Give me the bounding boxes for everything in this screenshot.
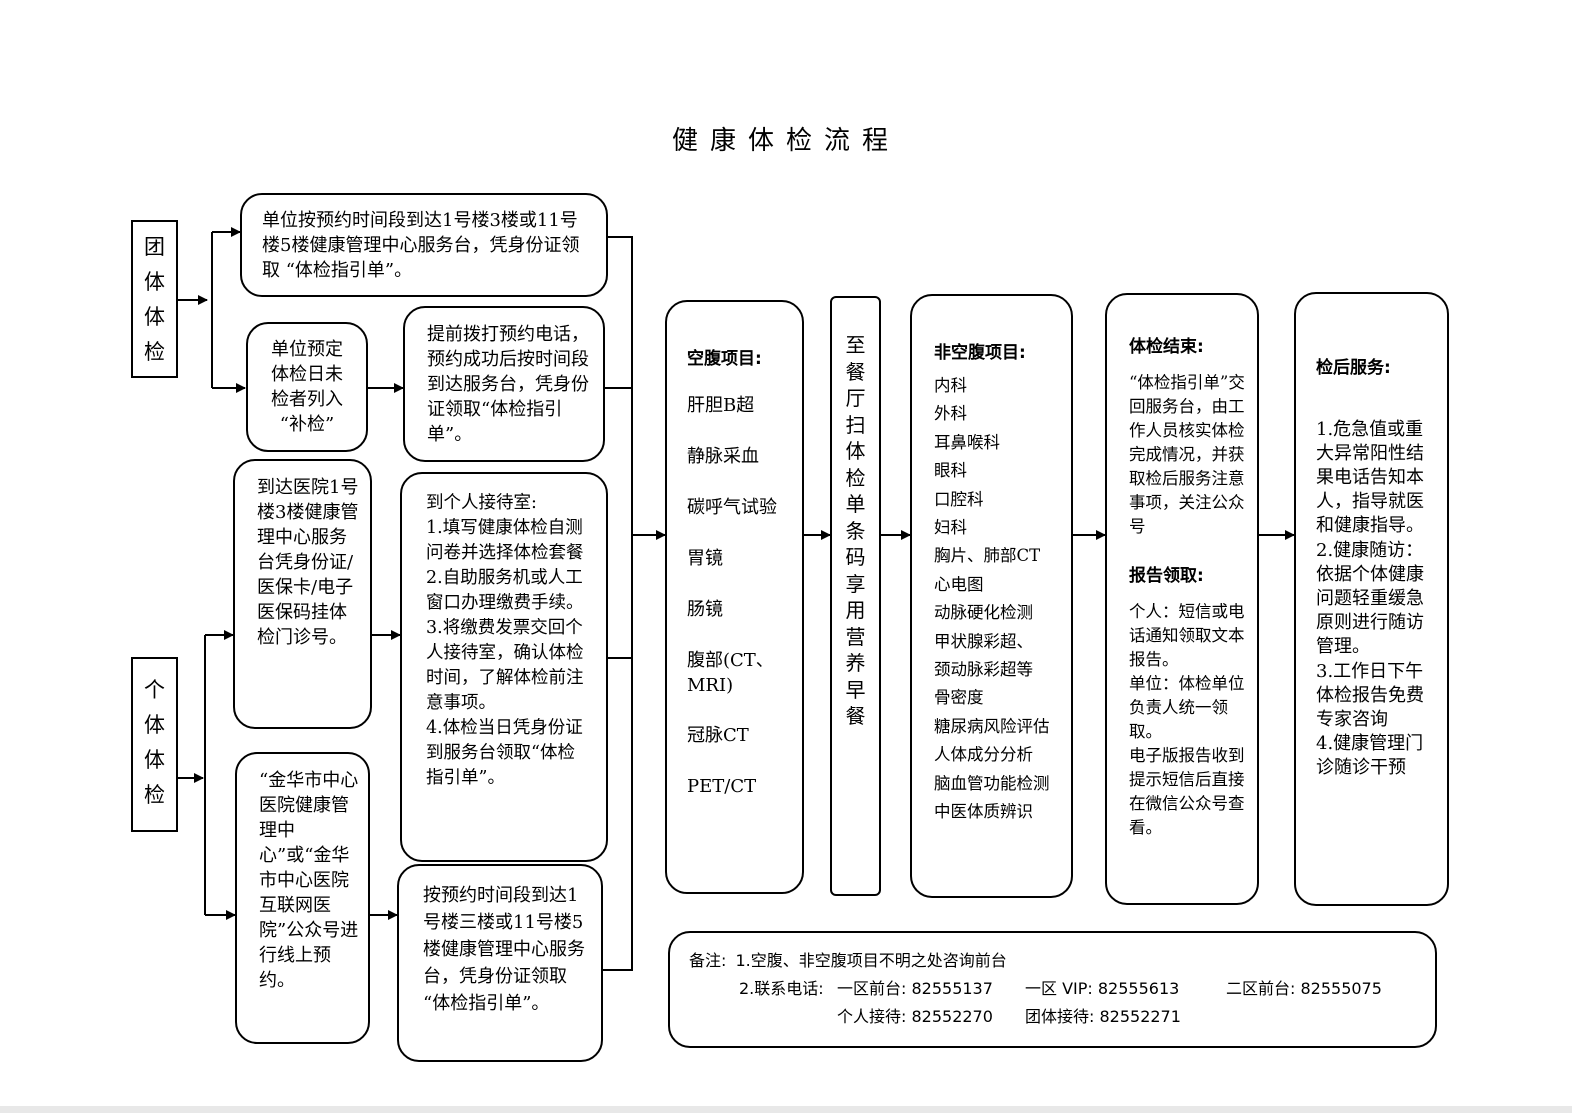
list-item: 骨密度 (934, 688, 984, 708)
individual-walkin-box: 到达医院1号楼3楼健康管理中心服务台凭身份证/医保卡/电子医保码挂体检门诊号。 (233, 459, 372, 729)
after-service-text: 1.危急值或重大异常阳性结果电话告知本人，指导就医和健康指导。 2.健康随访：依… (1316, 418, 1424, 779)
nonfasting-item-list: 内科外科耳鼻喉科眼科口腔科妇科胸片、肺部CT 心电图动脉硬化检测甲状腺彩超、颈动脉… (934, 372, 1065, 827)
list-item: 妇科 (934, 518, 967, 538)
list-item: 脑血管功能检测 (934, 773, 1050, 793)
list-item: 肝胆B超 (687, 395, 755, 416)
list-item: 胃镜 (687, 548, 723, 569)
list-item: 腹部(CT、MRI) (687, 650, 774, 696)
individual-online-text: “金华市中心医院健康管理中心”或“金华市中心医院互联网医院”公众号进行线上预约。 (259, 770, 359, 991)
report-text: 个人：短信或电话通知领取文本报告。 单位：体检单位负责人统一领取。 电子版报告收… (1129, 602, 1245, 837)
fasting-items-box: 空腹项目: 肝胆B超静脉采血碳呼气试验胃镜肠镜腹部(CT、MRI) 冠脉CT PET… (665, 300, 804, 894)
list-item: 人体成分分析 (934, 745, 1033, 765)
list-item: 心电图 (934, 574, 984, 594)
group-step-text: 单位按预约时间段到达1号楼3楼或11号楼5楼健康管理中心服务台，凭身份证领取 “… (262, 210, 580, 281)
list-item: 肠镜 (687, 599, 723, 620)
notes-box: 备注: 1.空腹、非空腹项目不明之处咨询前台 2.联系电话: 一区前台: 825… (668, 931, 1437, 1048)
individual-online-step-box: 按预约时间段到达1号楼三楼或11号楼5楼健康管理中心服务台，凭身份证领取 “体检… (397, 864, 603, 1062)
notes-line1: 1.空腹、非空腹项目不明之处咨询前台 (735, 951, 1007, 970)
phone-personal: 个人接待: 82552270 (837, 1007, 993, 1026)
individual-online-step-text: 按预约时间段到达1号楼三楼或11号楼5楼健康管理中心服务台，凭身份证领取 “体检… (423, 885, 585, 1014)
individual-walkin-text: 到达医院1号楼3楼健康管理中心服务台凭身份证/医保卡/电子医保码挂体检门诊号。 (257, 477, 359, 648)
individual-online-box: “金华市中心医院健康管理中心”或“金华市中心医院互联网医院”公众号进行线上预约。 (235, 752, 370, 1044)
page-bottom-edge (0, 1106, 1572, 1113)
list-item: 外科 (934, 404, 967, 424)
group-makeup-box: 单位预定 体检日未 检者列入 “补检” (246, 322, 368, 452)
list-item: 眼科 (934, 461, 967, 481)
list-item: 口腔科 (934, 489, 984, 509)
nonfasting-heading: 非空腹项目: (934, 343, 1026, 363)
phone-front1: 一区前台: 82555137 (837, 979, 993, 998)
report-heading: 报告领取: (1129, 566, 1204, 586)
group-makeup-step-text: 提前拨打预约电话，预约成功后按时间段到达服务台，凭身份证领取“体检指引单”。 (427, 324, 589, 445)
phone-vip1: 一区 VIP: 82555613 (1025, 979, 1180, 998)
phone-front2: 二区前台: 82555075 (1226, 979, 1382, 998)
notes-label: 备注: (689, 951, 727, 970)
breakfast-box: 至 餐 厅 扫 体 检 单 条 码 享 用 营 养 早 餐 (830, 296, 881, 896)
list-item: 静脉采血 (687, 446, 759, 467)
after-service-box: 检后服务: 1.危急值或重大异常阳性结果电话告知本人，指导就医和健康指导。 2.… (1294, 292, 1449, 906)
list-item: 动脉硬化检测 (934, 603, 1033, 623)
page-title: 健康体检流程 (671, 126, 900, 156)
fasting-heading: 空腹项目: (687, 349, 762, 369)
list-item: 中医体质辨识 (934, 802, 1033, 822)
phone-group: 团体接待: 82552271 (1025, 1007, 1181, 1026)
list-item: 耳鼻喉科 (934, 432, 1000, 452)
list-item: 内科 (934, 376, 967, 395)
list-item: 糖尿病风险评估 (934, 716, 1050, 736)
nonfasting-items-box: 非空腹项目: 内科外科耳鼻喉科眼科口腔科妇科胸片、肺部CT 心电图动脉硬化检测甲状… (910, 294, 1073, 898)
individual-reception-box: 到个人接待室: 1.填写健康体检自测问卷并选择体检套餐 2.自助服务机或人工窗口… (400, 472, 608, 862)
list-item: 胸片、肺部CT (934, 546, 1041, 566)
list-item: PET/CT (687, 776, 757, 797)
list-item: 甲状腺彩超、 (934, 631, 1033, 651)
list-item: 碳呼气试验 (687, 497, 777, 518)
exam-end-heading: 体检结束: (1129, 337, 1204, 357)
list-item: 冠脉CT (687, 725, 749, 746)
exam-end-box: 体检结束: “体检指引单”交回服务台，由工作人员核实体检完成情况，并获取检后服务… (1105, 293, 1259, 905)
group-exam-label: 团 体 体 检 (131, 220, 178, 378)
individual-exam-label: 个 体 体 检 (131, 657, 178, 832)
list-item: 颈动脉彩超等 (934, 660, 1033, 680)
after-service-heading: 检后服务: (1316, 358, 1391, 379)
fasting-item-list: 肝胆B超静脉采血碳呼气试验胃镜肠镜腹部(CT、MRI) 冠脉CT PET/CT (687, 393, 796, 799)
exam-end-text: “体检指引单”交回服务台，由工作人员核实体检完成情况，并获取检后服务注意事项，关… (1129, 373, 1245, 536)
group-step-box: 单位按预约时间段到达1号楼3楼或11号楼5楼健康管理中心服务台，凭身份证领取 “… (240, 193, 608, 297)
notes-phone-label: 2.联系电话: (739, 979, 824, 998)
group-makeup-step-box: 提前拨打预约电话，预约成功后按时间段到达服务台，凭身份证领取“体检指引单”。 (403, 306, 605, 462)
